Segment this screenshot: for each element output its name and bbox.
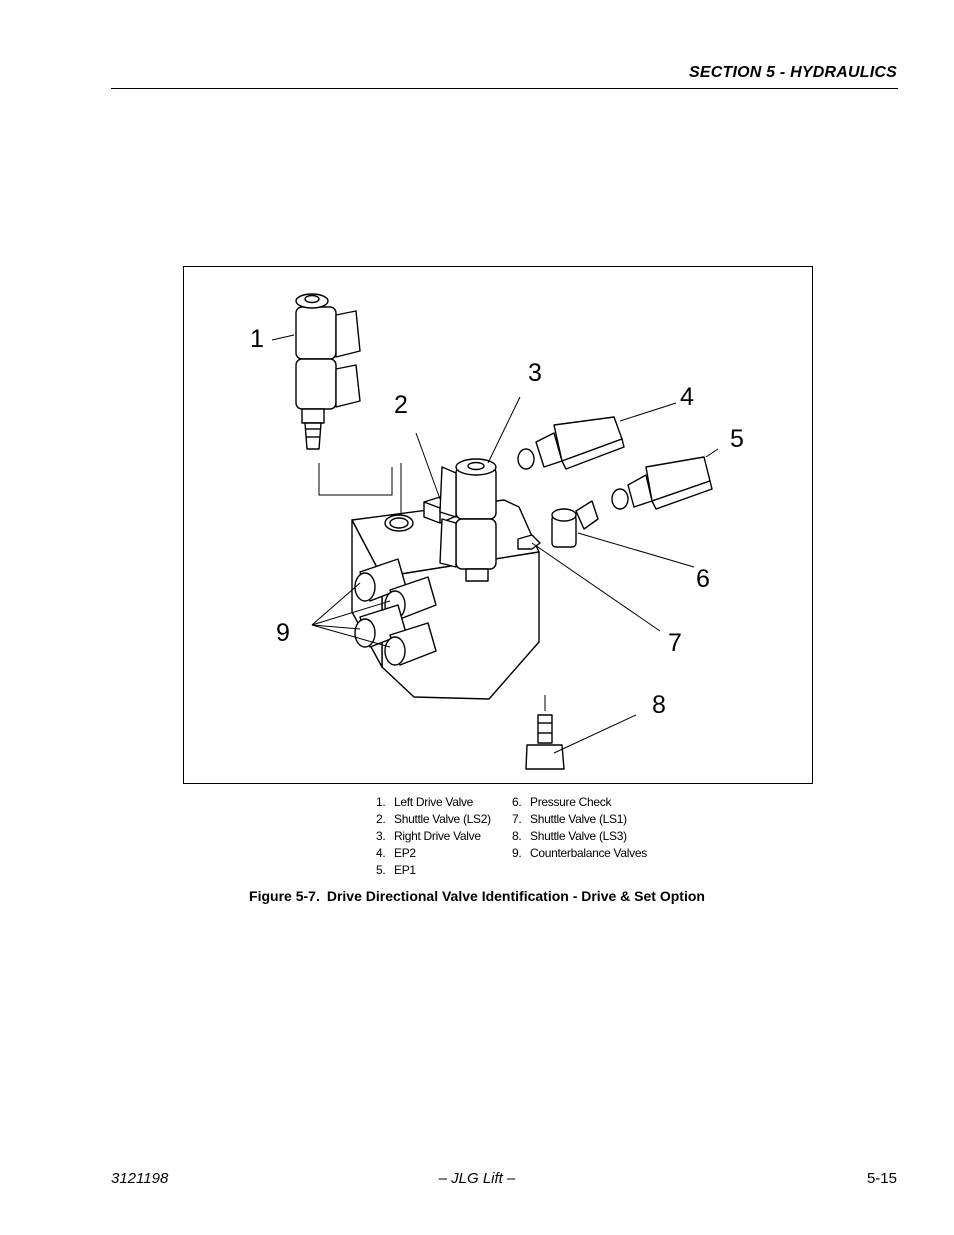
legend-item: 7. Shuttle Valve (LS1)	[512, 811, 702, 828]
footer-publisher: – JLG Lift –	[438, 1170, 516, 1187]
legend-item: 1. Left Drive Valve	[376, 794, 512, 811]
legend-item-text: Pressure Check	[530, 795, 612, 809]
ep1	[611, 456, 713, 510]
legend-item: 8. Shuttle Valve (LS3)	[512, 828, 702, 845]
legend-item: 2. Shuttle Valve (LS2)	[376, 811, 512, 828]
legend-item-number: 8.	[512, 829, 522, 843]
legend-item: 4. EP2	[376, 845, 512, 862]
ep2	[517, 416, 625, 470]
legend-item-text: Shuttle Valve (LS3)	[530, 829, 627, 843]
figure-box: 1 2 3 4 5 6 7 8 9	[183, 266, 813, 784]
legend-item: 6. Pressure Check	[512, 794, 702, 811]
left-drive-valve	[295, 293, 361, 450]
legend-item-number: 3.	[376, 829, 386, 843]
legend-item-number: 4.	[376, 846, 386, 860]
callout-6: 6	[696, 565, 710, 593]
legend-item-text: Left Drive Valve	[394, 795, 474, 809]
callout-3: 3	[528, 359, 542, 387]
legend-column-left: 1. Left Drive Valve 2. Shuttle Valve (LS2)…	[376, 794, 512, 879]
figure-caption-number: Figure 5-7.	[249, 888, 320, 904]
footer-doc-number: 3121198	[111, 1170, 169, 1187]
figure-caption: Figure 5-7. Drive Directional Valve Ident…	[0, 888, 954, 904]
legend-item-number: 2.	[376, 812, 386, 826]
legend-item: 5. EP1	[376, 862, 512, 879]
legend-item: 9. Counterbalance Valves	[512, 845, 702, 862]
shuttle-valve-ls3	[525, 714, 565, 770]
counterbalance-valves	[354, 558, 437, 666]
header-rule	[111, 88, 898, 89]
legend-item-text: EP1	[394, 863, 416, 877]
callout-1: 1	[250, 325, 264, 353]
callout-2: 2	[394, 391, 408, 419]
legend-item-number: 5.	[376, 863, 386, 877]
right-drive-valve	[439, 458, 497, 582]
valve-illustration: 1 2 3 4 5 6 7 8 9	[250, 293, 744, 770]
legend-item-text: EP2	[394, 846, 416, 860]
section-title: SECTION 5 - HYDRAULICS	[689, 64, 897, 81]
footer-page-number: 5-15	[866, 1170, 897, 1187]
legend-item-number: 7.	[512, 812, 522, 826]
legend-column-right: 6. Pressure Check 7. Shuttle Valve (LS1) 8…	[512, 794, 702, 862]
legend-item-text: Shuttle Valve (LS2)	[394, 812, 491, 826]
legend-item: 3. Right Drive Valve	[376, 828, 512, 845]
callout-7: 7	[668, 629, 682, 657]
callout-8: 8	[652, 691, 666, 719]
callout-9: 9	[276, 619, 290, 647]
legend-item-text: Shuttle Valve (LS1)	[530, 812, 627, 826]
legend-item-number: 9.	[512, 846, 522, 860]
legend-item-number: 1.	[376, 795, 386, 809]
legend-item-number: 6.	[512, 795, 522, 809]
figure-caption-text: Drive Directional Valve Identification -…	[326, 888, 705, 904]
callout-4: 4	[680, 383, 694, 411]
legend-item-text: Right Drive Valve	[394, 829, 481, 843]
pressure-check	[551, 500, 599, 548]
callout-5: 5	[730, 425, 744, 453]
legend-item-text: Counterbalance Valves	[530, 846, 647, 860]
